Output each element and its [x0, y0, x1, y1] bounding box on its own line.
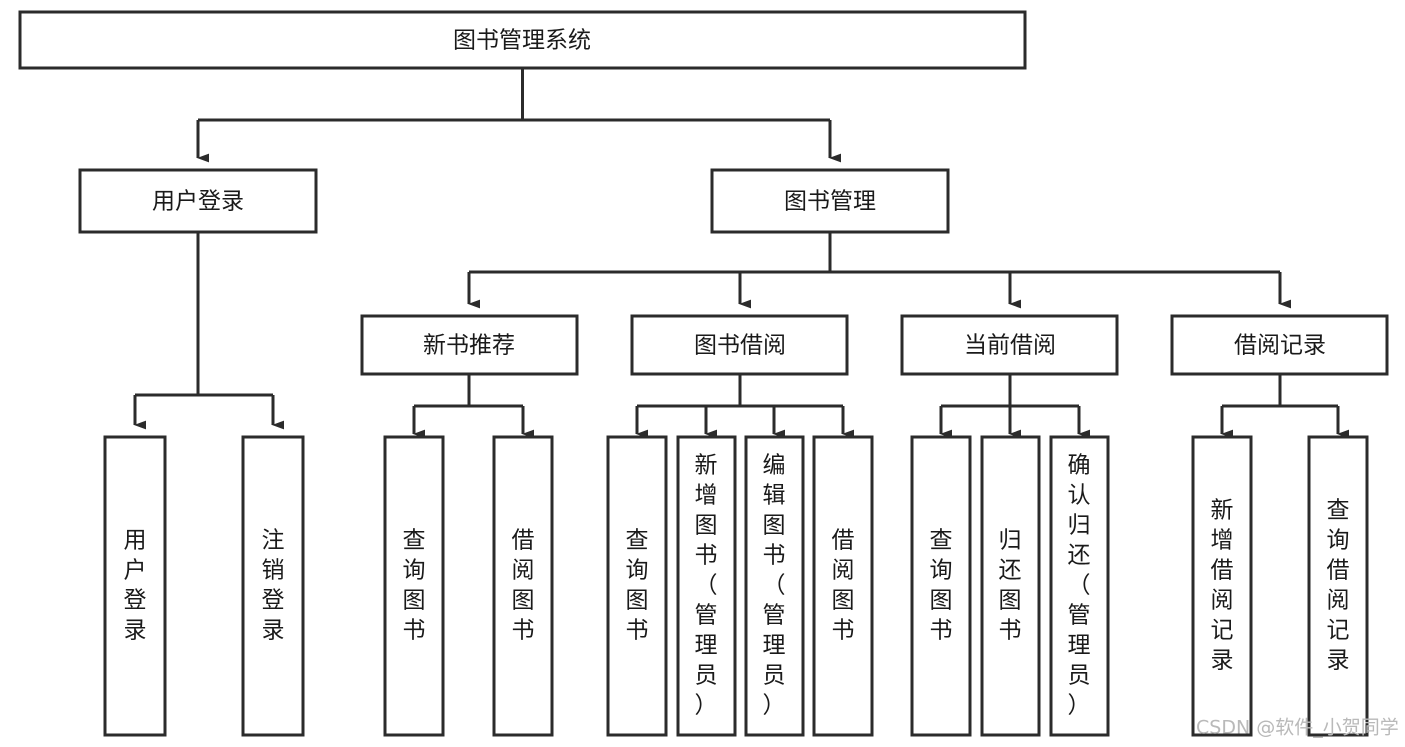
- node-leaf-query-record-label: 查询借阅记录: [1327, 498, 1350, 674]
- node-leaf-return-book[interactable]: 归还图书: [980, 435, 1041, 737]
- node-leaf-add-book-rect[interactable]: [676, 435, 737, 737]
- node-leaf-add-record-rect[interactable]: [1191, 435, 1253, 737]
- connector-group-borrow-record: [1220, 374, 1349, 439]
- node-leaf-confirm-return-rect[interactable]: [1049, 435, 1110, 737]
- node-leaf-query-book-2[interactable]: 查询图书: [606, 435, 668, 737]
- node-book-borrow[interactable]: 图书借阅: [630, 314, 849, 376]
- node-borrow-record-rect[interactable]: [1170, 314, 1389, 376]
- node-current-borrow-rect[interactable]: [900, 314, 1119, 376]
- node-leaf-user-login-label: 用户登录: [124, 528, 147, 644]
- node-leaf-user-login[interactable]: 用户登录: [103, 435, 167, 737]
- node-leaf-borrow-book-1-label: 借阅图书: [512, 528, 535, 644]
- node-leaf-query-record-rect[interactable]: [1307, 435, 1369, 737]
- node-root-label: 图书管理系统: [453, 28, 591, 54]
- node-leaf-add-book[interactable]: 新增图书（管理员）: [676, 435, 737, 737]
- node-new-book-recommend[interactable]: 新书推荐: [360, 314, 579, 376]
- connector-group-current-borrow: [939, 374, 1090, 439]
- node-borrow-record[interactable]: 借阅记录: [1170, 314, 1389, 376]
- node-leaf-query-book-3-label: 查询图书: [930, 528, 953, 644]
- node-leaf-query-record[interactable]: 查询借阅记录: [1307, 435, 1369, 737]
- node-leaf-confirm-return[interactable]: 确认归还（管理员）: [1049, 435, 1110, 737]
- node-leaf-logout-login-label: 注销登录: [262, 528, 285, 644]
- node-current-borrow-label: 当前借阅: [964, 333, 1056, 359]
- connector-group-book-manage: [467, 232, 1291, 309]
- node-leaf-query-book-2-label: 查询图书: [626, 528, 649, 644]
- node-leaf-borrow-book-1-rect[interactable]: [492, 435, 554, 737]
- node-user-login-label: 用户登录: [152, 189, 244, 215]
- node-leaf-confirm-return-label: 确认归还（管理员）: [1068, 453, 1091, 719]
- connector-group-root: [196, 68, 841, 163]
- node-root-book-management-system[interactable]: 图书管理系统: [18, 10, 1027, 70]
- node-leaf-add-book-label: 新增图书（管理员）: [695, 453, 718, 719]
- node-leaf-query-book-3[interactable]: 查询图书: [910, 435, 972, 737]
- node-leaf-logout-login-rect[interactable]: [241, 435, 305, 737]
- node-new-book-recommend-label: 新书推荐: [423, 333, 515, 359]
- node-leaf-borrow-book-2-label: 借阅图书: [832, 528, 855, 644]
- node-book-borrow-rect[interactable]: [630, 314, 849, 376]
- watermark-label: CSDN @软件_小贺同学: [1196, 717, 1399, 739]
- node-current-borrow[interactable]: 当前借阅: [900, 314, 1119, 376]
- node-root-rect[interactable]: [18, 10, 1027, 70]
- node-leaf-borrow-book-1[interactable]: 借阅图书: [492, 435, 554, 737]
- node-leaf-user-login-rect[interactable]: [103, 435, 167, 737]
- node-book-borrow-label: 图书借阅: [694, 333, 786, 359]
- connector-group-book-borrow: [635, 374, 854, 439]
- node-new-book-recommend-rect[interactable]: [360, 314, 579, 376]
- node-leaf-borrow-book-2-rect[interactable]: [812, 435, 874, 737]
- node-leaf-return-book-rect[interactable]: [980, 435, 1041, 737]
- node-leaf-logout-login[interactable]: 注销登录: [241, 435, 305, 737]
- node-leaf-borrow-book-2[interactable]: 借阅图书: [812, 435, 874, 737]
- node-leaf-edit-book-label: 编辑图书（管理员）: [763, 453, 786, 719]
- node-leaf-query-book-1-rect[interactable]: [383, 435, 445, 737]
- node-book-manage[interactable]: 图书管理: [710, 168, 950, 234]
- node-book-manage-label: 图书管理: [784, 189, 876, 215]
- connector-group-user-login: [133, 232, 284, 430]
- node-leaf-add-record[interactable]: 新增借阅记录: [1191, 435, 1253, 737]
- node-leaf-query-book-1-label: 查询图书: [403, 528, 426, 644]
- connector-group-new-book-recommend: [412, 374, 534, 439]
- node-leaf-query-book-2-rect[interactable]: [606, 435, 668, 737]
- node-leaf-add-record-label: 新增借阅记录: [1211, 498, 1234, 674]
- node-borrow-record-label: 借阅记录: [1234, 333, 1326, 359]
- node-user-login[interactable]: 用户登录: [78, 168, 318, 234]
- node-leaf-return-book-label: 归还图书: [999, 528, 1022, 644]
- node-user-login-rect[interactable]: [78, 168, 318, 234]
- node-book-manage-rect[interactable]: [710, 168, 950, 234]
- node-leaf-edit-book-rect[interactable]: [744, 435, 805, 737]
- node-leaf-query-book-1[interactable]: 查询图书: [383, 435, 445, 737]
- node-leaf-edit-book[interactable]: 编辑图书（管理员）: [744, 435, 805, 737]
- node-leaf-query-book-3-rect[interactable]: [910, 435, 972, 737]
